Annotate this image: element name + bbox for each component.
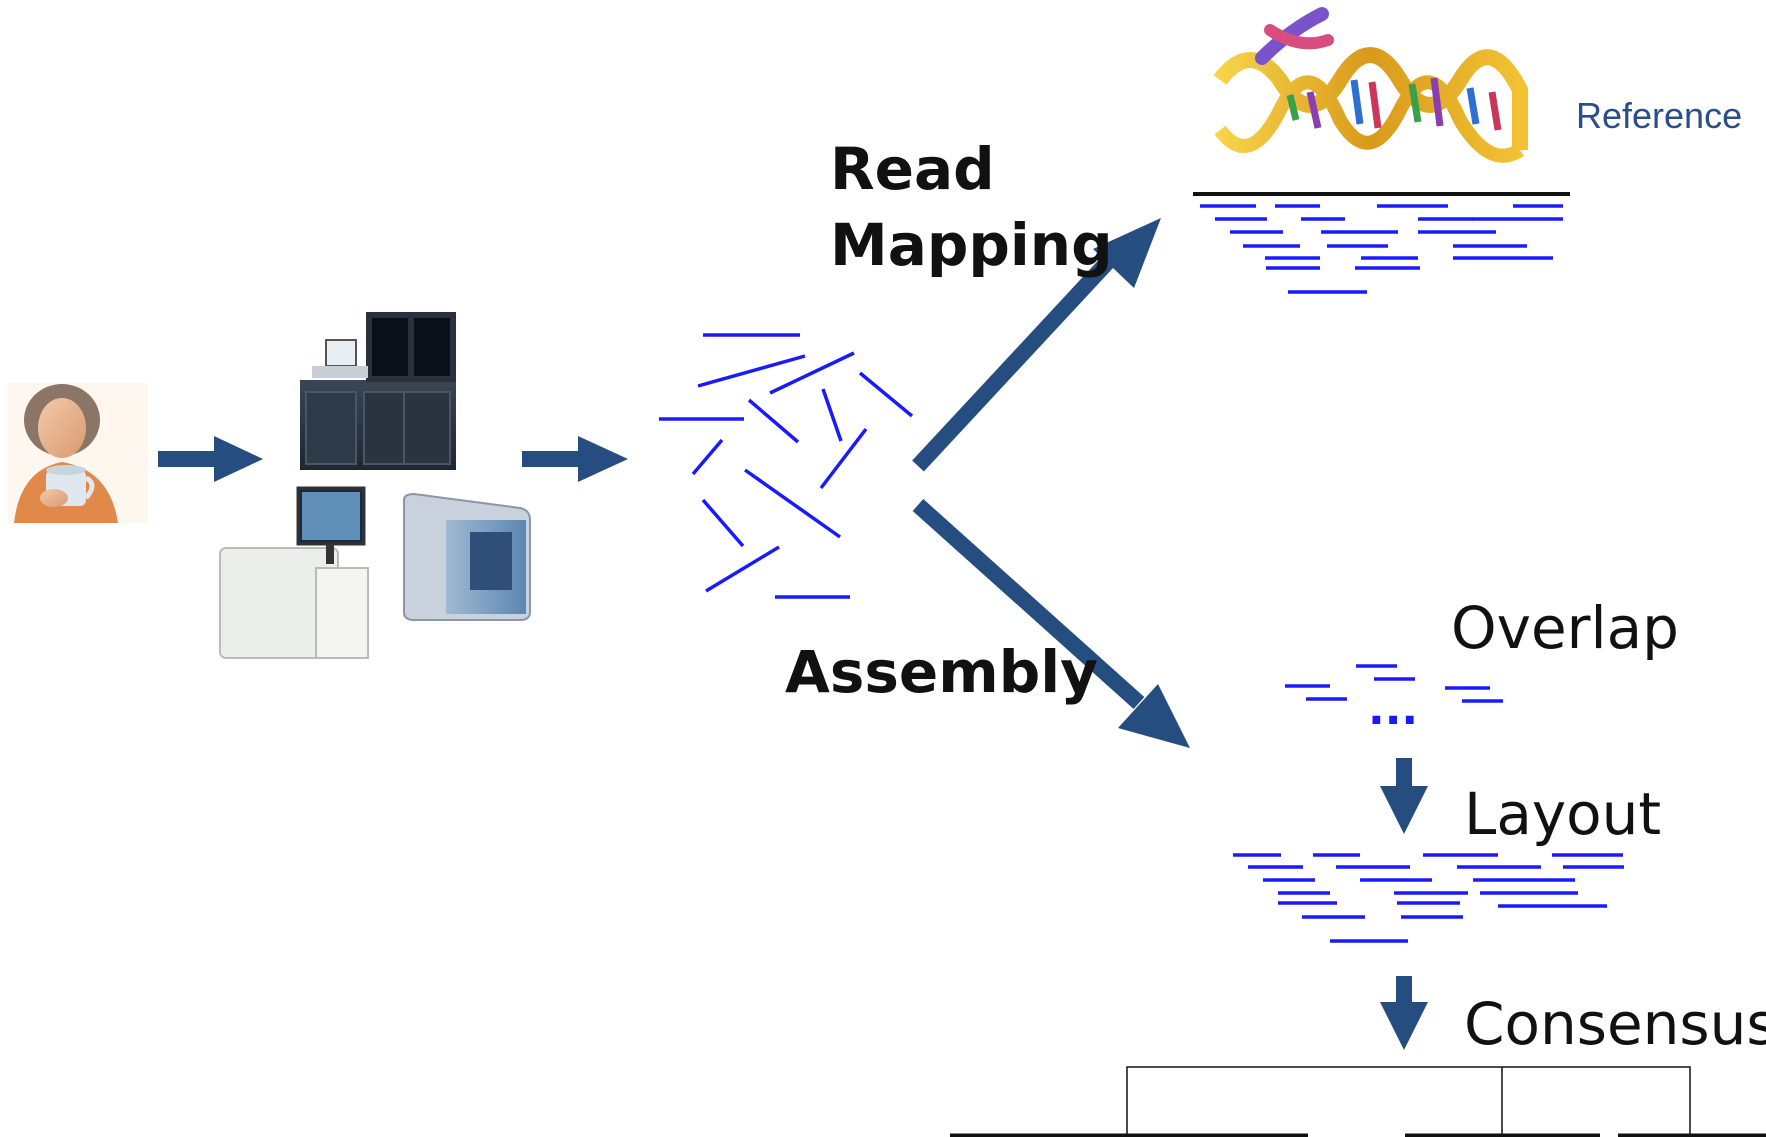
overlap-to-layout-arrow <box>1380 758 1428 834</box>
dna-helix-icon <box>1213 7 1528 163</box>
read-fragment <box>769 351 855 395</box>
read-fragment <box>705 545 780 593</box>
overlap-ellipsis: ... <box>1368 684 1418 735</box>
arrow-sequencer-to-reads <box>522 436 628 482</box>
scattered-reads <box>659 333 914 599</box>
read-fragment <box>821 388 843 442</box>
read-fragment <box>697 354 806 388</box>
person-photo <box>8 383 148 523</box>
read-fragment <box>691 438 724 476</box>
arrow-person-to-sequencer <box>158 436 263 482</box>
read-fragment <box>701 498 745 548</box>
assembly-label: Assembly <box>785 638 1098 706</box>
layout-reads <box>1233 853 1624 943</box>
overlap-reads <box>1285 664 1503 703</box>
layout-label: Layout <box>1464 780 1661 848</box>
mapped-reads <box>1200 204 1563 294</box>
sequencing-machines-photo <box>219 312 531 659</box>
consensus-label: Consensus <box>1464 990 1766 1058</box>
read-fragment <box>743 468 842 539</box>
read-fragment <box>819 427 868 490</box>
read-mapping-arrow <box>912 218 1161 472</box>
reference-label: Reference <box>1576 95 1742 136</box>
read-fragment <box>747 398 800 444</box>
assembly-arrow <box>912 499 1190 748</box>
read-mapping-label: Read Mapping <box>830 135 1113 279</box>
layout-to-consensus-arrow <box>1380 976 1428 1050</box>
overlap-label: Overlap <box>1451 594 1679 662</box>
consensus-scaffold <box>950 1066 1766 1137</box>
read-fragment <box>858 371 914 418</box>
